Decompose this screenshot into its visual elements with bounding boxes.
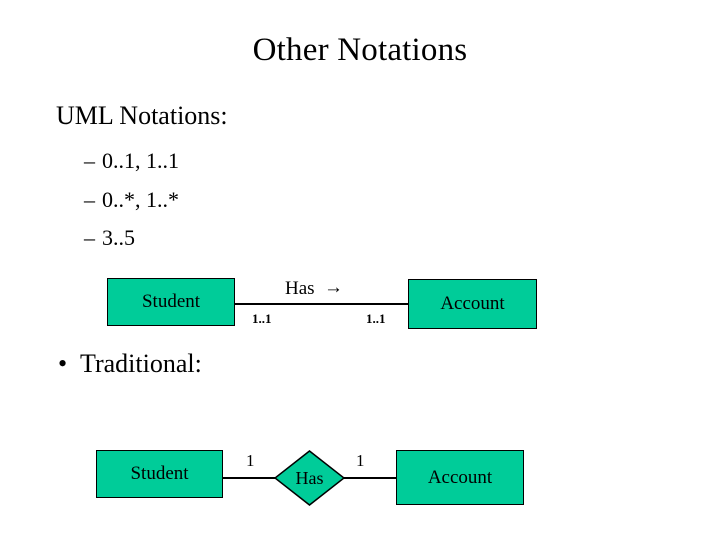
uml-association-label: Has: [285, 278, 315, 299]
list-item-label: 0..1, 1..1: [102, 148, 179, 173]
er-relationship-has: Has: [274, 450, 345, 506]
list-item-label: 3..5: [102, 225, 135, 250]
er-connector-left: [223, 477, 276, 479]
er-entity-account: Account: [396, 450, 524, 505]
traditional-heading-label: Traditional:: [80, 349, 202, 378]
traditional-heading: • Traditional:: [58, 348, 202, 380]
dash-marker-icon: –: [84, 187, 95, 212]
er-entity-account-label: Account: [427, 466, 493, 488]
uml-entity-account: Account: [408, 279, 537, 329]
er-connector-right: [344, 477, 397, 479]
dash-marker-icon: –: [84, 225, 95, 250]
er-cardinality-left: 1: [246, 451, 255, 470]
uml-entity-student-label: Student: [141, 291, 201, 312]
er-relationship-label: Has: [295, 467, 324, 488]
uml-notations-heading: UML Notations:: [56, 101, 228, 130]
diamond-shape-icon: [274, 450, 345, 506]
dash-marker-icon: –: [84, 148, 95, 173]
page-title: Other Notations: [252, 32, 468, 68]
list-item: –0..1, 1..1: [84, 147, 179, 174]
er-cardinality-right: 1: [356, 451, 365, 470]
uml-multiplicity-left: 1..1: [252, 311, 272, 326]
er-entity-student-label: Student: [130, 463, 189, 484]
list-item-label: 0..*, 1..*: [102, 187, 179, 212]
uml-entity-student: Student: [107, 278, 235, 326]
list-item: –0..*, 1..*: [84, 186, 179, 213]
uml-multiplicity-right: 1..1: [366, 311, 386, 326]
uml-entity-account-label: Account: [440, 293, 505, 314]
arrow-right-icon: →: [324, 277, 343, 298]
round-bullet-icon: •: [58, 349, 68, 378]
uml-association-line: [235, 303, 408, 305]
list-item: –3..5: [84, 224, 135, 251]
er-entity-student: Student: [96, 450, 223, 498]
